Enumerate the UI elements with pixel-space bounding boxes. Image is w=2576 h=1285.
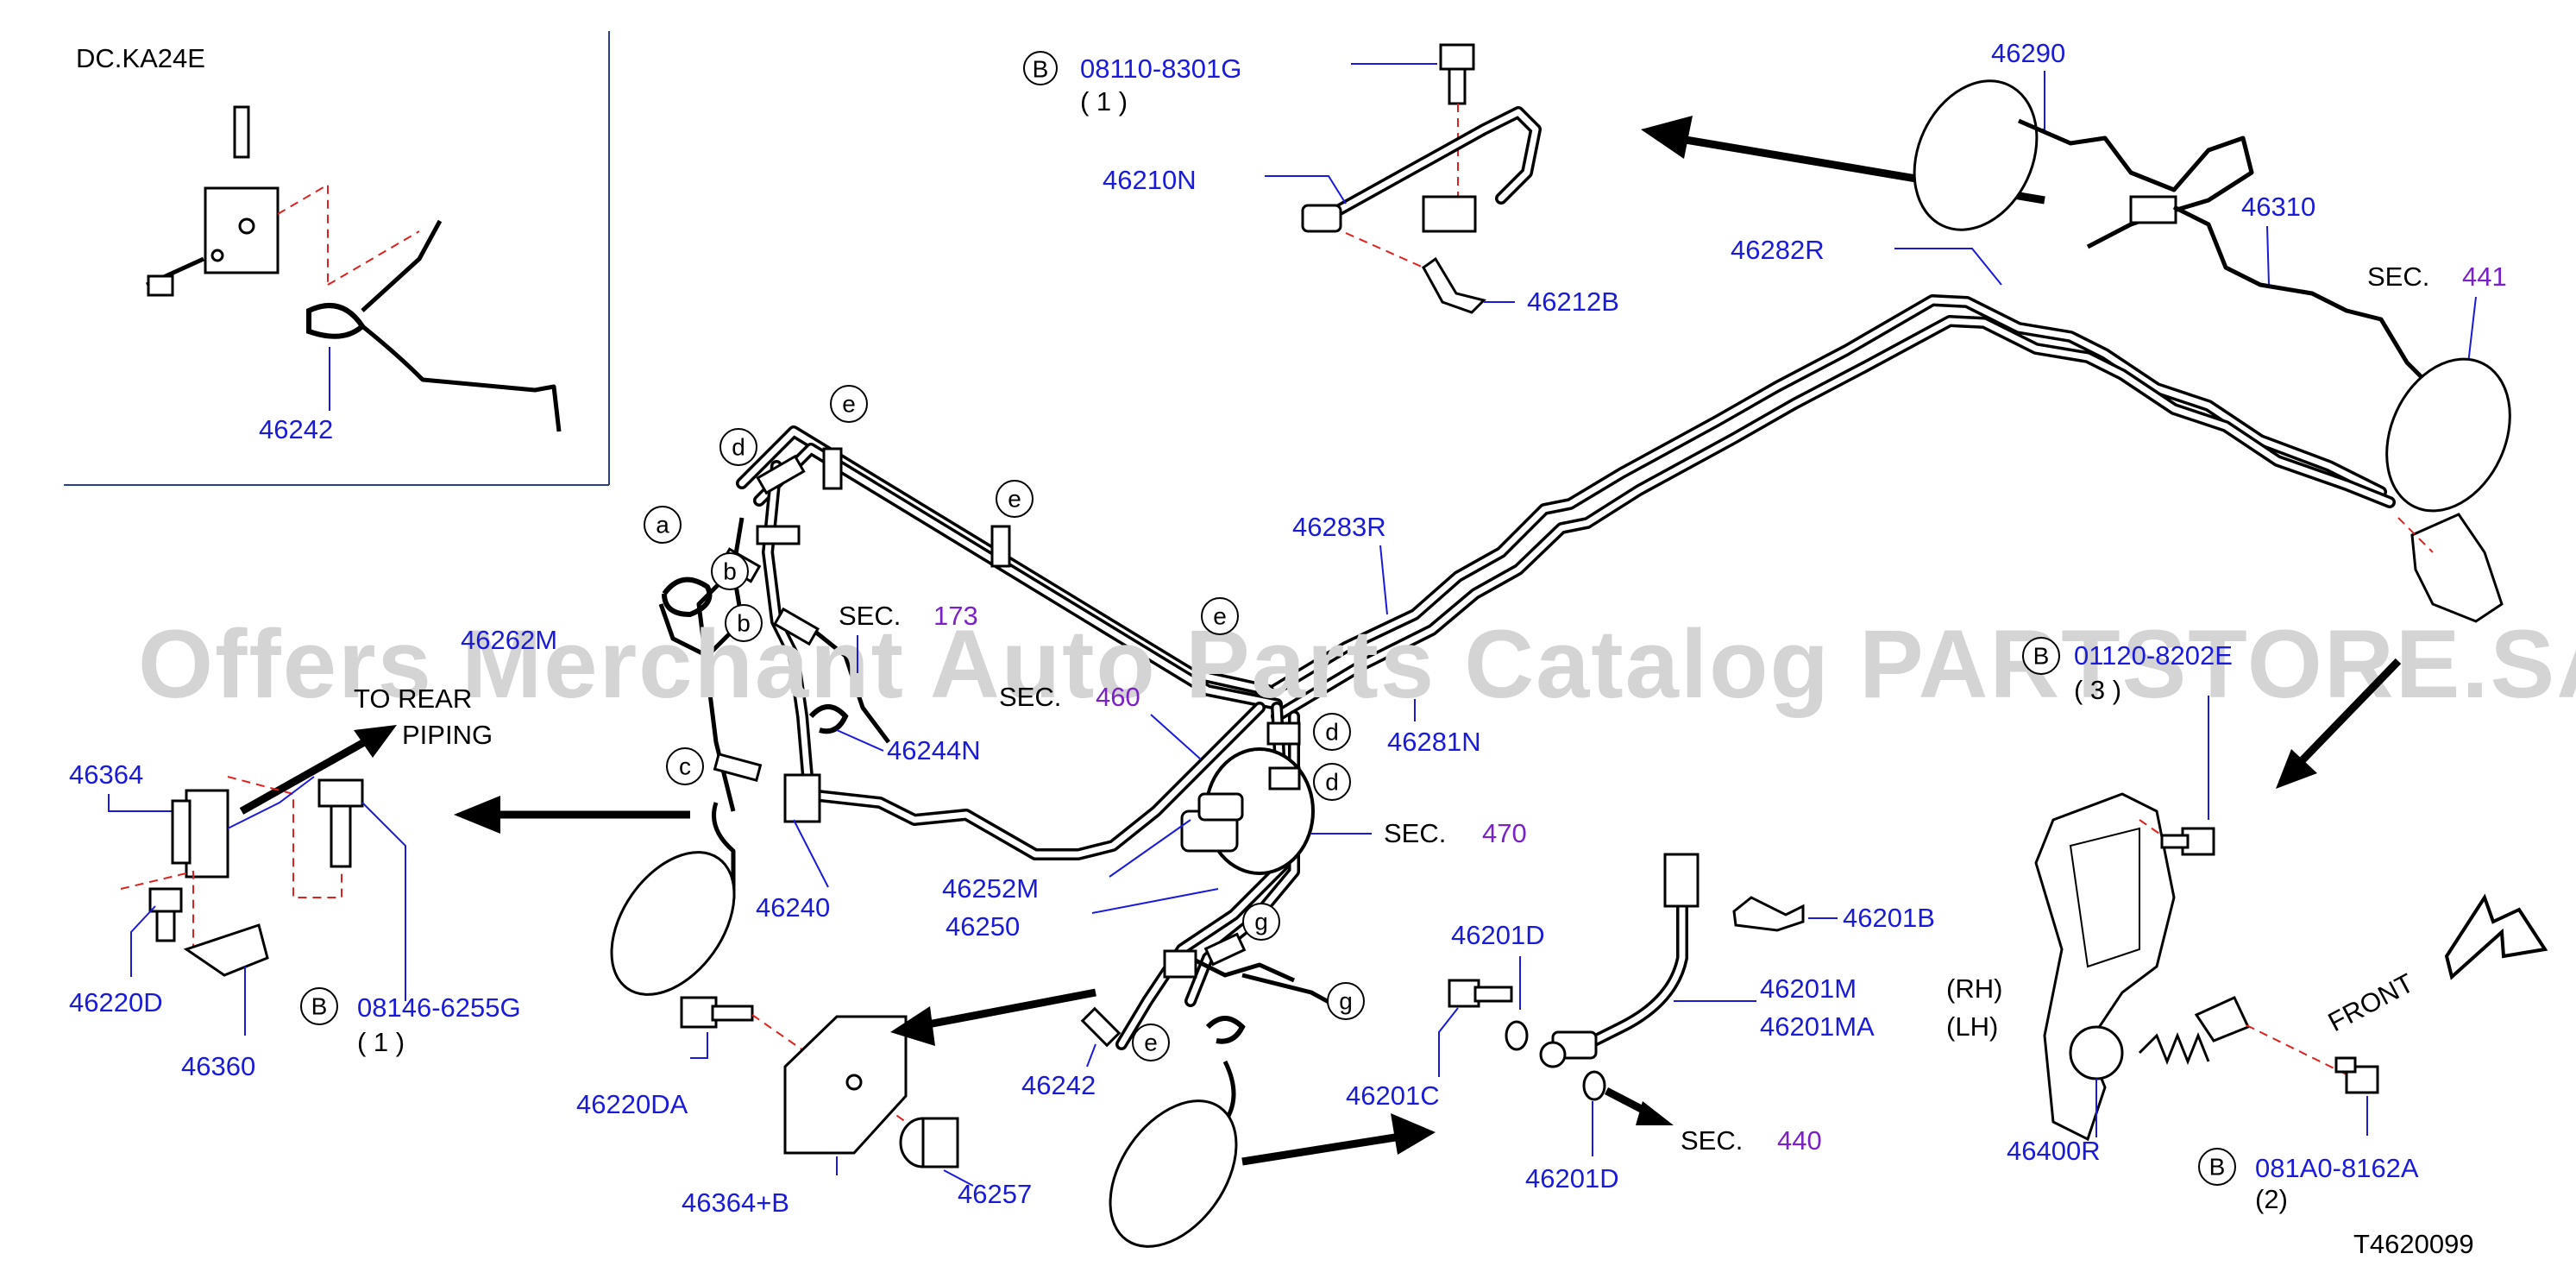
diagram-id: T4620099	[2353, 1229, 2474, 1259]
sec-441-label: SEC.	[2367, 261, 2429, 292]
junction-block-detail: 46220DA 46364+B 46257 46242	[576, 988, 1436, 1218]
bracket-icon	[2410, 513, 2504, 623]
part-46220DA: 46220DA	[576, 1089, 688, 1119]
part-46220D: 46220D	[69, 987, 163, 1017]
inset-title: DC.KA24E	[76, 43, 205, 73]
part-46240: 46240	[756, 892, 830, 923]
qty-08146: ( 1 )	[357, 1027, 405, 1057]
bolt-icon	[317, 778, 364, 808]
part-46283R: 46283R	[1292, 512, 1386, 542]
to-rear-line1: TO REAR	[354, 683, 472, 714]
marker-a: a	[656, 512, 669, 539]
part-46262M: 46262M	[461, 625, 557, 655]
connector-block-icon	[185, 789, 229, 879]
clip-icon	[1422, 256, 1486, 314]
rh-label: (RH)	[1946, 973, 2002, 1004]
part-01120-8202E: 01120-8202E	[2074, 640, 2233, 671]
marker-d-3: d	[1325, 769, 1339, 796]
part-46212B: 46212B	[1527, 287, 1619, 317]
part-46257: 46257	[958, 1179, 1032, 1209]
part-46400R: 46400R	[2007, 1136, 2101, 1166]
to-rear-arrow	[239, 730, 382, 815]
part-46242-main: 46242	[1021, 1070, 1096, 1100]
clip-markers: a b b c d e e e d d g g e	[644, 385, 1365, 1061]
part-46250: 46250	[946, 911, 1020, 942]
sec-470-label: SEC.	[1384, 818, 1446, 848]
marker-b-1: b	[723, 558, 737, 585]
qty-08110: ( 1 )	[1080, 86, 1128, 117]
bracket-assembly: 46364 46220D 46360 B 08146-6255G ( 1 )	[69, 759, 521, 1081]
part-081A0-8162A: 081A0-8162A	[2255, 1153, 2419, 1183]
part-46244N: 46244N	[887, 735, 981, 765]
part-46290: 46290	[1991, 38, 2065, 68]
part-46242-inset: 46242	[259, 414, 333, 444]
marker-c: c	[679, 753, 691, 780]
sec-460-label: SEC.	[999, 682, 1061, 712]
marker-g-2: g	[1339, 988, 1353, 1015]
junction-block-icon	[783, 1015, 908, 1155]
sec-440-number: 440	[1777, 1125, 1822, 1156]
part-08110-8301G: 08110-8301G	[1080, 54, 1241, 84]
part-46201D-a: 46201D	[1451, 920, 1545, 950]
rear-right-brake: 46290 46310 SEC. 441 46282R	[1731, 38, 2511, 513]
qty-01120: ( 3 )	[2074, 675, 2121, 705]
lh-label: (LH)	[1946, 1011, 1998, 1042]
mount-plate-icon	[183, 923, 269, 977]
sec-441-number: 441	[2462, 261, 2507, 292]
bolt-icon	[2181, 827, 2215, 856]
marker-B-left: B	[311, 993, 328, 1020]
marker-B-bottom: B	[2209, 1154, 2226, 1181]
marker-e-1: e	[842, 391, 856, 418]
part-46252M: 46252M	[942, 873, 1039, 904]
middle-labels: 46283R 46281N 46262M SEC. 173 46244N SEC…	[239, 512, 1527, 942]
pedal-bracket-assembly: B 01120-8202E ( 3 ) 46400R B 081A0-8162A…	[2007, 513, 2548, 1214]
brake-pedal-bracket-icon	[2034, 792, 2176, 1142]
bolt-icon	[1439, 43, 1475, 71]
watermark: Offers Merchant Auto Parts Catalog PARTS…	[138, 610, 2576, 718]
part-08146-6255G: 08146-6255G	[357, 992, 521, 1023]
part-46201MA: 46201MA	[1760, 1011, 1875, 1042]
marker-B-right: B	[2033, 643, 2050, 670]
front-brake-pipe-assembly: B 08110-8301G ( 1 ) 46210N 46212B	[1023, 43, 1619, 317]
part-46201M: 46201M	[1760, 973, 1857, 1004]
three-way-connector-icon	[783, 773, 821, 823]
brake-hose-assembly: 46201D 46201C 46201D SEC. 440 46201M 462…	[1346, 853, 2002, 1194]
part-46282R: 46282R	[1731, 235, 1825, 265]
marker-e-4: e	[1144, 1030, 1158, 1056]
to-rear-line2: PIPING	[402, 720, 493, 750]
part-46201C: 46201C	[1346, 1080, 1440, 1111]
part-46210N: 46210N	[1103, 165, 1197, 195]
clip-icon	[1732, 896, 1805, 932]
sec-173-label: SEC.	[839, 601, 901, 631]
marker-e-3: e	[1213, 603, 1227, 630]
marker-d-2: d	[1325, 719, 1339, 746]
marker-g-1: g	[1254, 909, 1268, 935]
part-46201B: 46201B	[1843, 903, 1935, 933]
qty-081A0: (2)	[2255, 1184, 2288, 1214]
part-46364: 46364	[69, 759, 143, 790]
sec-173-number: 173	[933, 601, 978, 631]
part-46201D-b: 46201D	[1525, 1163, 1619, 1194]
part-46364B: 46364+B	[682, 1187, 789, 1218]
marker-e-2: e	[1008, 486, 1021, 513]
inset-panel: DC.KA24E 46242	[64, 31, 610, 486]
sec-470-number: 470	[1482, 818, 1527, 848]
part-46360: 46360	[181, 1051, 255, 1081]
part-46310: 46310	[2241, 192, 2315, 222]
sec-460-number: 460	[1096, 682, 1140, 712]
bolt-icon	[680, 996, 718, 1029]
bolt-icon	[1448, 979, 1480, 1008]
front-direction-arrow-icon	[2444, 893, 2548, 980]
marker-b-2: b	[737, 610, 751, 637]
sec-440-label: SEC.	[1681, 1125, 1743, 1156]
marker-B-top: B	[1033, 56, 1049, 83]
front-label: FRONT	[2323, 967, 2419, 1037]
part-46281N: 46281N	[1387, 727, 1481, 757]
marker-d-1: d	[732, 434, 745, 461]
